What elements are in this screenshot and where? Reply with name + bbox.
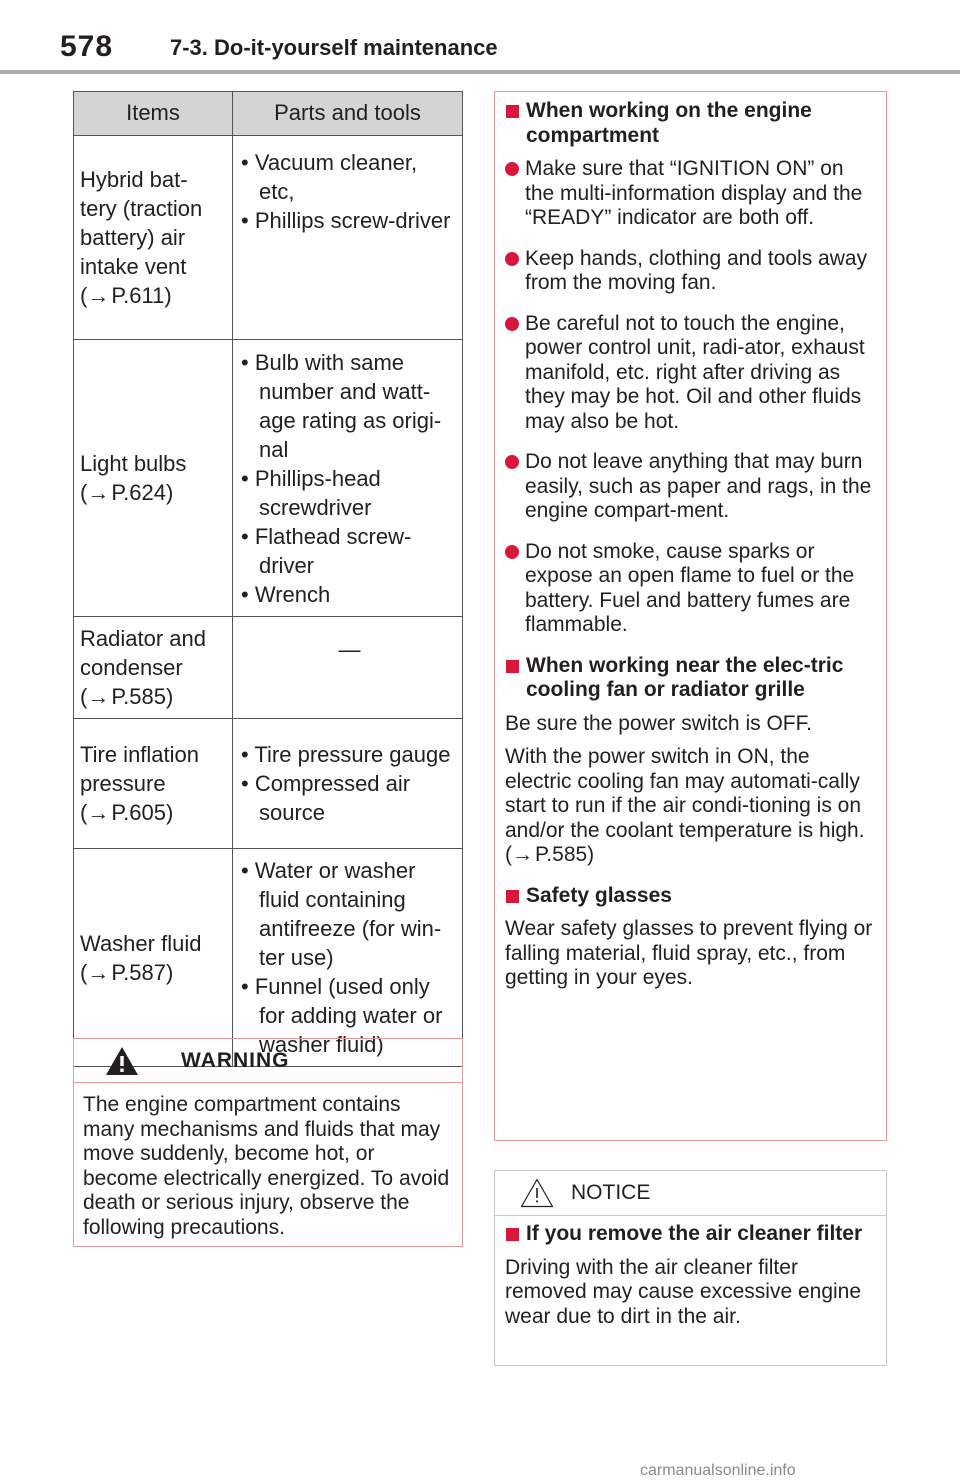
page-header: 578 7-3. Do-it-yourself maintenance (0, 0, 960, 76)
bullet-item: Keep hands, clothing and tools away from… (505, 247, 876, 296)
warning-box: WARNING The engine compartment contains … (73, 1038, 463, 1247)
list-item: • Wrench (241, 581, 331, 607)
item-cell: Hybrid bat- tery (traction battery) air … (73, 135, 233, 340)
list-item: • Phillips screw-driver (241, 208, 451, 233)
section-title: 7-3. Do-it-yourself maintenance (170, 35, 498, 60)
bullet-item: Be careful not to touch the engine, powe… (505, 312, 876, 435)
bullet-item: Do not smoke, cause sparks or expose an … (505, 540, 876, 638)
section-heading: Safety glasses (505, 884, 876, 909)
section-heading: If you remove the air cleaner filter (505, 1222, 876, 1247)
bullet-item: Do not leave anything that may burn easi… (505, 450, 876, 524)
list-item: • Vacuum cleaner, etc, (241, 150, 418, 204)
caution-triangle-icon (520, 1178, 554, 1208)
list-item: • Bulb with same number and watt-age rat… (241, 349, 442, 462)
tools-cell: • Vacuum cleaner, etc, • Phillips screw-… (232, 135, 463, 340)
header-items: Items (73, 91, 233, 136)
warning-header: WARNING (74, 1039, 462, 1083)
list-item: • Phillips-head screwdriver (241, 465, 381, 520)
section-heading: When working near the elec-tric cooling … (505, 654, 876, 703)
item-cell: Washer fluid (→P.587) (73, 848, 233, 1067)
list-item: • Compressed air source (241, 771, 411, 825)
table-row: Tire inflation pressure (→P.605) • Tire … (73, 718, 463, 849)
arrow-right-icon: → (87, 959, 110, 985)
table-row: Light bulbs (→P.624) • Bulb with same nu… (73, 339, 463, 617)
bullet-item: Make sure that “IGNITION ON” on the mult… (505, 157, 876, 231)
parts-and-tools-table: Items Parts and tools Hybrid bat- tery (… (73, 91, 463, 1067)
table-header-row: Items Parts and tools (73, 91, 463, 136)
notice-header: NOTICE (495, 1171, 886, 1216)
arrow-right-icon: → (512, 843, 533, 866)
list-item: • Flathead screw-driver (241, 523, 412, 578)
list-item: • Water or washer fluid containing antif… (241, 858, 442, 970)
arrow-right-icon: → (87, 684, 110, 709)
table-row: Washer fluid (→P.587) • Water or washer … (73, 848, 463, 1067)
list-item: • Tire pressure gauge (241, 742, 451, 767)
notice-title: NOTICE (571, 1181, 651, 1204)
page-reference: (→P.605) (80, 800, 174, 825)
table-row: Radiator and condenser (→P.585) — (73, 616, 463, 719)
notice-body: If you remove the air cleaner filter Dri… (495, 1216, 886, 1329)
watermark: carmanualsonline.info (640, 1462, 796, 1479)
header-rule (0, 70, 960, 74)
page-reference: (→P.624) (80, 480, 174, 505)
tools-cell: • Bulb with same number and watt-age rat… (232, 339, 463, 617)
notice-box: NOTICE If you remove the air cleaner fil… (494, 1170, 887, 1366)
page-reference: (→P.585) (80, 684, 174, 709)
paragraph: With the power switch in ON, the electri… (505, 745, 865, 866)
item-cell: Light bulbs (→P.624) (73, 339, 233, 617)
item-cell: Radiator and condenser (→P.585) (73, 616, 233, 719)
warning-text: The engine compartment contains many mec… (83, 1093, 450, 1239)
paragraph: Driving with the air cleaner filter remo… (505, 1255, 862, 1328)
arrow-right-icon: → (87, 800, 110, 825)
section-heading: When working on the engine compartment (505, 99, 876, 148)
page-reference: (→P.587) (80, 959, 174, 985)
warning-title: WARNING (181, 1049, 290, 1072)
page-reference: (→P.611) (80, 283, 172, 308)
arrow-right-icon: → (87, 480, 110, 505)
table-row: Hybrid bat- tery (traction battery) air … (73, 135, 463, 340)
paragraph: Wear safety glasses to prevent flying or… (505, 917, 873, 989)
tools-cell: • Tire pressure gauge • Compressed air s… (232, 718, 463, 849)
item-cell: Tire inflation pressure (→P.605) (73, 718, 233, 849)
header-parts-and-tools: Parts and tools (232, 91, 463, 136)
paragraph: Be sure the power switch is OFF. (505, 711, 812, 735)
precautions-box: When working on the engine compartment M… (494, 91, 887, 1141)
tools-cell: • Water or washer fluid containing antif… (232, 848, 463, 1067)
warning-triangle-icon (106, 1047, 138, 1075)
page-number: 578 (60, 30, 114, 63)
list-item: • Funnel (used only for adding water or … (241, 974, 443, 1057)
tools-cell-empty: — (232, 616, 463, 719)
arrow-right-icon: → (87, 283, 110, 308)
